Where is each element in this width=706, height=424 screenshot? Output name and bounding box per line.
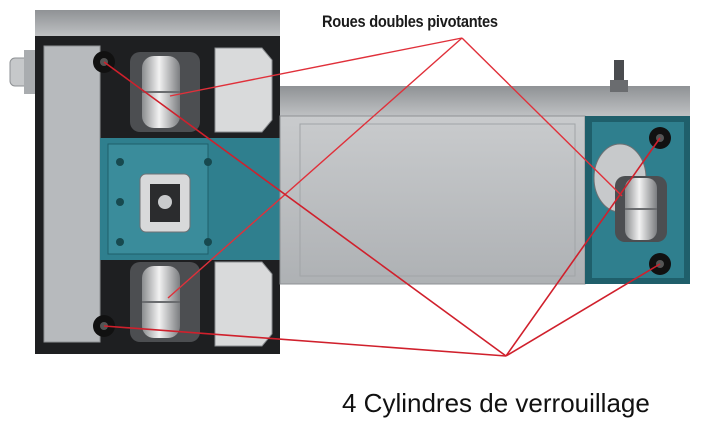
left-module bbox=[35, 36, 280, 354]
left-module-top-edge bbox=[35, 10, 280, 38]
cylinder-callout-lines bbox=[103, 61, 661, 357]
handle bbox=[9, 50, 38, 94]
swivel-wheels-label: Roues doubles pivotantes bbox=[322, 12, 498, 31]
wheel-callout-lines bbox=[167, 37, 623, 299]
swivel-wheel-right bbox=[593, 143, 667, 242]
swivel-wheel-bottom-left bbox=[130, 262, 200, 342]
locking-cylinders-label: 4 Cylindres de verrouillage bbox=[342, 388, 650, 418]
